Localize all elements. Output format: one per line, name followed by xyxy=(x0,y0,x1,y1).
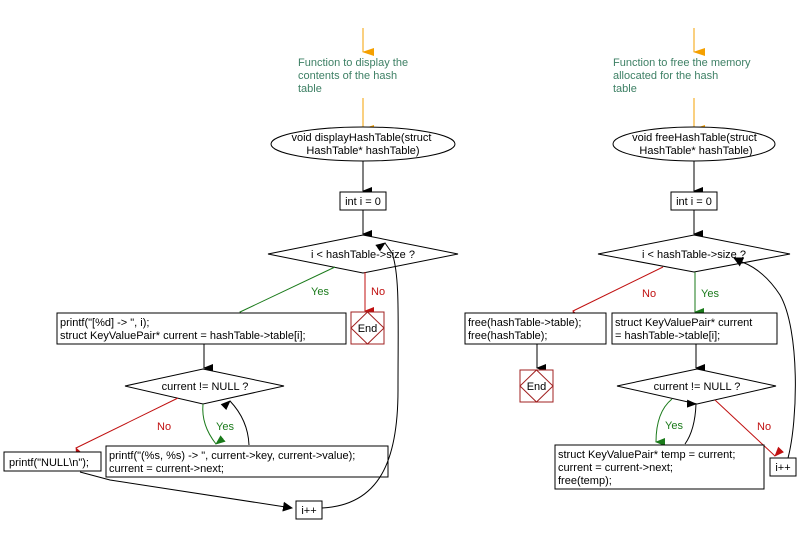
inner-yes-arrow xyxy=(655,398,673,447)
svg-text:int i = 0: int i = 0 xyxy=(676,196,712,208)
display-increment-box[interactable]: i++ xyxy=(295,500,323,520)
inner-loop-back-arrow xyxy=(684,399,697,445)
outer-loop-back-arrow xyxy=(733,257,745,267)
svg-text:current != NULL ?: current != NULL ? xyxy=(162,381,249,393)
yes-label: Yes xyxy=(311,286,329,298)
free-start-node[interactable]: void freeHashTable(struct HashTable* has… xyxy=(612,126,776,162)
outer-loop-back-arrow xyxy=(375,242,393,254)
free-table-box[interactable]: free(hashTable->table); free(hashTable); xyxy=(464,312,607,345)
svg-text:i++: i++ xyxy=(301,505,316,517)
free-loop-body-box[interactable]: struct KeyValuePair* current = hashTable… xyxy=(611,312,778,345)
display-start-node[interactable]: void displayHashTable(struct HashTable* … xyxy=(270,126,456,162)
free-comment: Function to free the memory allocated fo… xyxy=(613,57,754,95)
inner-yes-arrow xyxy=(202,403,226,445)
svg-text:printf("NULL\n");: printf("NULL\n"); xyxy=(9,457,89,469)
inner-yes-label: Yes xyxy=(216,421,234,433)
display-inner-body-box[interactable]: printf("(%s, %s) -> ", current->key, cur… xyxy=(105,445,389,478)
outer-loop-back-line xyxy=(321,252,399,509)
svg-text:printf("(%s, %s) -> ", current: printf("(%s, %s) -> ", current->key, cur… xyxy=(109,450,358,475)
free-hash-table-flow: Function to free the memory allocated fo… xyxy=(464,28,797,490)
free-inner-decision[interactable]: current != NULL ? xyxy=(616,368,777,405)
svg-text:void freeHashTable(struct: void freeHashTable(struct HashTable* has… xyxy=(632,132,760,157)
svg-text:End: End xyxy=(358,323,378,335)
svg-text:i++: i++ xyxy=(775,462,790,474)
display-loop-decision[interactable]: i < hashTable->size ? xyxy=(267,234,459,274)
free-inner-body-box[interactable]: struct KeyValuePair* temp = current; cur… xyxy=(554,444,765,490)
free-end-node[interactable]: End xyxy=(519,369,554,403)
inner-no-label: No xyxy=(157,421,171,433)
svg-text:current != NULL ?: current != NULL ? xyxy=(654,381,741,393)
svg-text:struct KeyValuePair* current: struct KeyValuePair* current = hashTable… xyxy=(615,317,755,342)
inner-yes-label: Yes xyxy=(665,420,683,432)
no-branch-arrow xyxy=(572,266,664,321)
inner-no-arrow xyxy=(714,399,785,457)
no-label: No xyxy=(371,286,385,298)
free-loop-decision[interactable]: i < hashTable->size ? xyxy=(597,234,791,273)
svg-text:End: End xyxy=(527,381,547,393)
svg-text:printf("[%d] -> ", i);: printf("[%d] -> ", i); struct KeyValuePa… xyxy=(60,317,306,342)
display-comment: Function to display the contents of the … xyxy=(298,57,411,95)
svg-text:i < hashTable->size ?: i < hashTable->size ? xyxy=(642,249,746,261)
svg-text:int i = 0: int i = 0 xyxy=(345,196,381,208)
display-init-box[interactable]: int i = 0 xyxy=(339,191,387,211)
display-null-print-box[interactable]: printf("NULL\n"); xyxy=(3,451,102,472)
svg-text:void displayHashTable(struct: void displayHashTable(struct HashTable* … xyxy=(291,132,434,157)
svg-text:free(hashTable->table);: free(hashTable->table); free(hashTable); xyxy=(468,317,585,342)
display-end-node[interactable]: End xyxy=(350,311,385,345)
null-to-increment-arrow xyxy=(79,471,293,512)
yes-branch-arrow xyxy=(239,266,336,322)
svg-text:struct KeyValuePair* temp = cu: struct KeyValuePair* temp = current; cur… xyxy=(558,449,738,487)
yes-label: Yes xyxy=(701,288,719,300)
no-label: No xyxy=(642,288,656,300)
inner-loop-back-arrow xyxy=(220,400,250,446)
inner-no-arrow xyxy=(75,397,179,458)
display-loop-body-box[interactable]: printf("[%d] -> ", i); struct KeyValuePa… xyxy=(56,312,347,345)
display-hash-table-flow: Function to display the contents of the … xyxy=(3,28,459,520)
svg-text:i < hashTable->size ?: i < hashTable->size ? xyxy=(311,249,415,261)
inner-no-label: No xyxy=(757,421,771,433)
free-increment-box[interactable]: i++ xyxy=(769,457,797,477)
outer-loop-back-line xyxy=(741,261,796,459)
free-init-box[interactable]: int i = 0 xyxy=(670,191,718,211)
display-inner-decision[interactable]: current != NULL ? xyxy=(124,368,285,405)
